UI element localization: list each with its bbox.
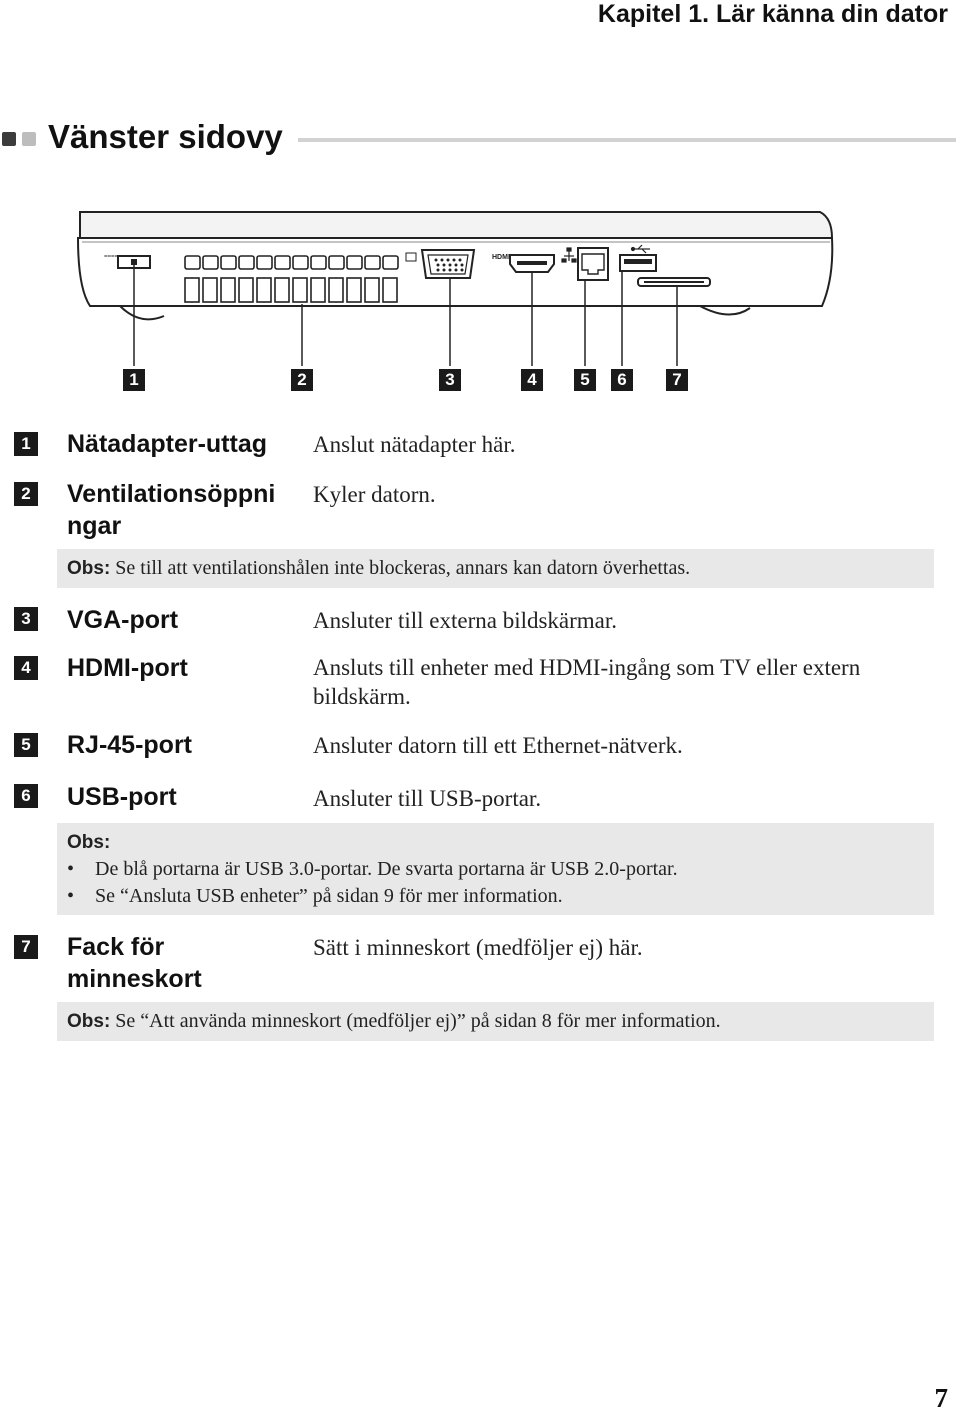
item-3-term: VGA-port	[67, 606, 179, 634]
item-2-term: Ventilationsöppni ngar	[67, 480, 276, 540]
item-2-badge: 2	[14, 482, 38, 506]
item-6-term: USB-port	[67, 783, 177, 811]
heading-rule	[298, 138, 956, 142]
note-vent-label: Obs:	[67, 558, 111, 579]
item-4-badge: 4	[14, 656, 38, 680]
item-4-term: HDMI-port	[67, 654, 188, 682]
item-1-desc: Anslut nätadapter här.	[313, 432, 516, 457]
laptop-left-side-diagram: ==== HDMI	[76, 211, 834, 366]
item-7-badge: 7	[14, 935, 38, 959]
callout-4: 4	[521, 369, 543, 391]
note-usb-list: De blå portarna är USB 3.0-portar. De sv…	[67, 856, 924, 910]
note-usb: Obs: De blå portarna är USB 3.0-portar. …	[57, 823, 934, 915]
callout-3: 3	[439, 369, 461, 391]
chapter-header: Kapitel 1. Lär känna din dator	[597, 0, 948, 28]
note-card-text: Se “Att använda minneskort (medföljer ej…	[115, 1010, 721, 1032]
note-vent-text: Se till att ventilationshålen inte block…	[115, 557, 691, 579]
item-3-badge: 3	[14, 607, 38, 631]
heading-square-light	[22, 132, 36, 146]
vents	[184, 255, 399, 303]
note-card: Obs: Se “Att använda minneskort (medfölj…	[57, 1002, 934, 1041]
note-usb-bullet-1: De blå portarna är USB 3.0-portar. De sv…	[67, 856, 924, 883]
hdmi-port: HDMI	[492, 254, 555, 273]
item-6-badge: 6	[14, 784, 38, 808]
card-slot	[637, 277, 711, 287]
item-3-desc: Ansluter till externa bildskärmar.	[313, 608, 618, 633]
item-1-badge: 1	[14, 432, 38, 456]
rj45-port	[561, 247, 609, 281]
note-usb-bullet-2: Se “Ansluta USB enheter” på sidan 9 för …	[67, 883, 924, 910]
item-5-badge: 5	[14, 733, 38, 757]
callout-5: 5	[574, 369, 596, 391]
note-vent: Obs: Se till att ventilationshålen inte …	[57, 549, 934, 588]
callout-1: 1	[123, 369, 145, 391]
note-usb-label: Obs:	[67, 832, 111, 853]
svg-text:====: ====	[104, 254, 119, 260]
heading-square-dark	[2, 132, 16, 146]
hdmi-port-label: HDMI	[492, 254, 510, 261]
item-7-desc: Sätt i minneskort (medföljer ej) här.	[313, 935, 643, 960]
item-1-term: Nätadapter-uttag	[67, 430, 268, 458]
item-2-desc: Kyler datorn.	[313, 482, 436, 507]
section-title: Vänster sidovy	[48, 118, 283, 155]
item-7-term: Fack för minneskort	[67, 933, 202, 993]
item-5-desc: Ansluter datorn till ett Ethernet-nätver…	[313, 733, 683, 758]
vga-port	[405, 249, 476, 279]
callout-2: 2	[291, 369, 313, 391]
usb-port	[619, 244, 657, 272]
item-5-term: RJ-45-port	[67, 731, 193, 759]
callout-6: 6	[611, 369, 633, 391]
item-6-desc: Ansluter till USB-portar.	[313, 786, 542, 811]
callout-leader-lines	[133, 262, 678, 366]
page-number: 7	[934, 1383, 949, 1413]
section-heading: Vänster sidovy	[0, 118, 960, 158]
item-4-desc: Ansluts till enheter med HDMI-ingång som…	[313, 655, 861, 709]
note-card-label: Obs:	[67, 1011, 111, 1032]
callout-7: 7	[666, 369, 688, 391]
